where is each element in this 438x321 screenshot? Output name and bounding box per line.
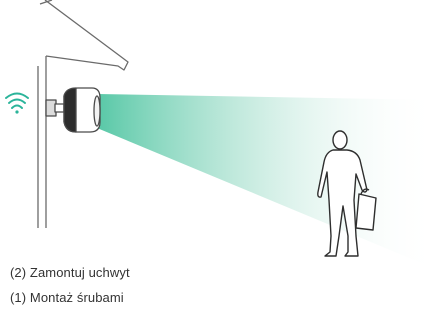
wall	[37, 56, 47, 228]
detection-beam	[97, 94, 438, 270]
person-with-bag-icon	[317, 130, 377, 257]
roof-eave	[39, 0, 129, 71]
wifi-icon	[5, 92, 29, 114]
caption-screw-mounting: (1) Montaż śrubami	[10, 290, 124, 305]
camera-icon	[45, 87, 101, 133]
caption-mount-bracket: (2) Zamontuj uchwyt	[10, 265, 130, 280]
